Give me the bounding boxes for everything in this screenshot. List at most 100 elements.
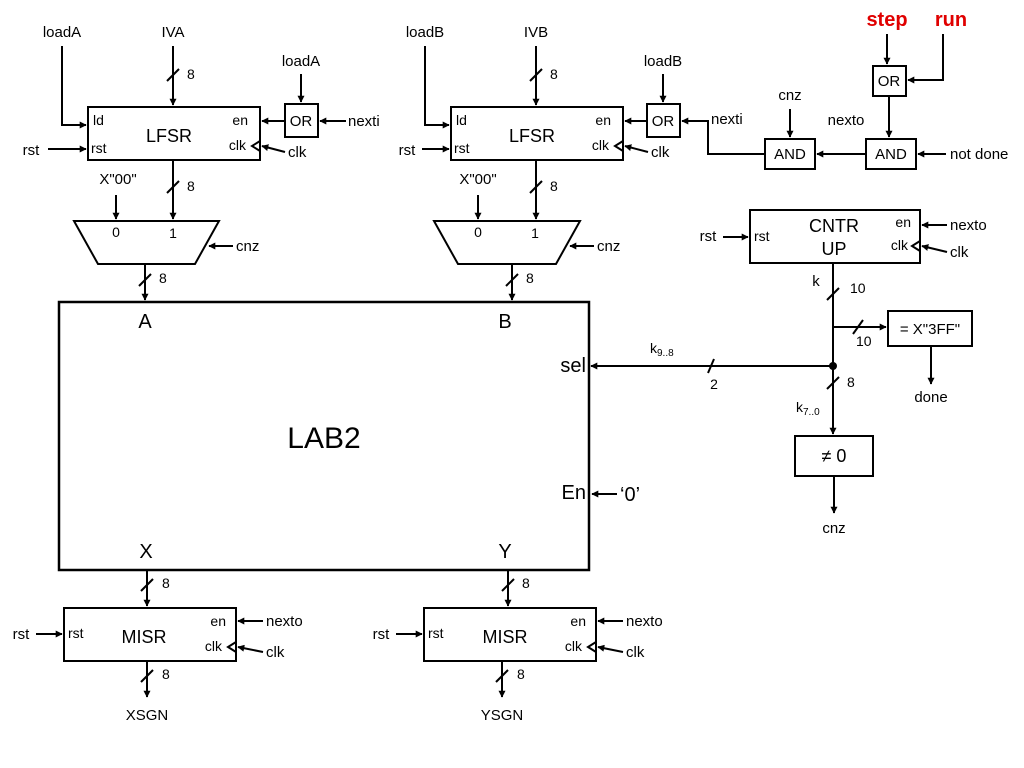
misr-x-out-width: 8 [162, 666, 170, 682]
misr-y-en-port: en [570, 613, 586, 629]
misr-y: 8 MISR rst en clk rst nexto clk 8 YSGN [373, 570, 663, 724]
low-bus-label: k7..0 [796, 399, 820, 418]
lab2-box [57, 300, 591, 572]
counter-en-label: nexto [950, 217, 987, 234]
lfsr-b-or-gate [646, 103, 681, 138]
lfsr-a-box [87, 106, 261, 161]
lfsr-a-iv-slash [166, 68, 180, 82]
misr-x-clk-triangle [226, 641, 237, 653]
done-label: done [914, 389, 947, 406]
misr-y-clk-port: clk [565, 638, 583, 654]
counter-clk-triangle [910, 240, 921, 252]
sel-bus-base: k [650, 340, 658, 356]
lfsr-a-out-width: 8 [187, 178, 195, 194]
control-and1-label: AND [774, 146, 806, 163]
step-label: step [866, 9, 907, 31]
low-bus-subscript: 7..0 [803, 407, 820, 418]
lfsr-b-clk-port: clk [592, 137, 610, 153]
mux-b-body [432, 220, 582, 265]
lab2-port-sel: sel [560, 355, 586, 377]
misr-y-rst-port: rst [428, 625, 444, 641]
low-bus-base: k [796, 399, 804, 415]
lfsr-a-clk-triangle [250, 140, 261, 152]
control-and1-gate [764, 138, 816, 170]
misr-y-clk-triangle [586, 641, 597, 653]
sel-bus-slash [707, 358, 715, 374]
control-and2-label: AND [875, 146, 907, 163]
lfsr-a-clk-label: clk [288, 144, 307, 161]
lfsr-b-or-label: OR [652, 113, 675, 130]
lfsr-b-clk-label: clk [651, 144, 670, 161]
sel-bus-subscript: 9..8 [657, 348, 674, 359]
lfsr-b-out-slash [529, 180, 543, 194]
lfsr-b-ld-port: ld [456, 112, 467, 128]
misr-x-en-port: en [210, 613, 226, 629]
lfsr-a-ld-port: ld [93, 112, 104, 128]
lab2-port-en: En [562, 482, 586, 504]
misr-x-in-width: 8 [162, 575, 170, 591]
lfsr-b-clk-triangle [613, 140, 624, 152]
mux-a-const-label: X"00" [99, 171, 136, 188]
lab2-port-a: A [138, 311, 152, 333]
misr-y-en-label: nexto [626, 613, 663, 630]
counter-rst-label: rst [700, 228, 717, 245]
misr-y-out-width: 8 [517, 666, 525, 682]
counter-k-label: k [812, 273, 820, 290]
misr-y-in-width: 8 [522, 575, 530, 591]
misr-y-clk-wire [597, 644, 624, 653]
lfsr-a-or-gate [284, 103, 319, 138]
misr-y-in-slash [501, 578, 515, 592]
lfsr-a-rst-port: rst [91, 140, 107, 156]
lfsr-b-nexti-wire [681, 117, 765, 155]
lfsr-a-load-label: loadA [43, 24, 81, 41]
misr-y-rst-label: rst [373, 626, 390, 643]
mux-b-const-label: X"00" [459, 171, 496, 188]
counter-title-line2: UP [821, 239, 846, 259]
lfsr-b-or-next-label: nexti [711, 111, 743, 128]
lfsr-a-or-load-label: loadA [282, 53, 320, 70]
misr-x-rst-port: rst [68, 625, 84, 641]
lfsr-b: LFSR ld rst en clk loadB IVB 8 rst OR lo… [399, 24, 765, 220]
misr-x-box [63, 607, 237, 662]
compare-3ff-box [887, 310, 973, 347]
cnz-out-label: cnz [822, 520, 845, 537]
nexto-label: nexto [828, 112, 865, 129]
lfsr-b-rst-label: rst [399, 142, 416, 159]
compare-3ff-label: = X"3FF" [900, 321, 960, 338]
lfsr-b-en-port: en [595, 112, 611, 128]
misr-x-en-label: nexto [266, 613, 303, 630]
lfsr-a-load-wire [61, 46, 87, 129]
low-bus-slash [826, 376, 840, 390]
lfsr-b-iv-label: IVB [524, 24, 548, 41]
mux-a-out-slash [138, 273, 152, 287]
lfsr-a: LFSR ld rst en clk loadA IVA 8 rst OR lo… [23, 24, 380, 220]
nonzero-label: ≠ 0 [822, 446, 847, 466]
misr-x-clk-wire [237, 644, 264, 653]
lfsr-b-title: LFSR [509, 126, 555, 146]
misr-x-in-slash [140, 578, 154, 592]
mux-b: X"00" 0 1 cnz 8 [432, 171, 620, 301]
counter-cmp-slash [852, 319, 864, 335]
lab2-block: LAB2 A B sel En X Y ‘0’ [57, 300, 640, 572]
counter-clk-wire [921, 244, 948, 253]
mux-b-out-width: 8 [526, 270, 534, 286]
lfsr-a-en-port: en [232, 112, 248, 128]
misr-x-rst-label: rst [13, 626, 30, 643]
control-cnz-label: cnz [778, 87, 801, 104]
lfsr-b-out-width: 8 [550, 178, 558, 194]
mux-b-in1: 1 [531, 225, 539, 241]
counter-clk-label: clk [950, 244, 969, 261]
counter-box [749, 209, 921, 264]
counter-title-line1: CNTR [809, 216, 859, 236]
mux-a-in0: 0 [112, 224, 120, 240]
counter-k-width: 10 [850, 280, 866, 296]
mux-b-in0: 0 [474, 224, 482, 240]
lfsr-b-iv-width: 8 [550, 66, 558, 82]
misr-y-box [423, 607, 597, 662]
counter-clk-port: clk [891, 237, 909, 253]
mux-a-body [72, 220, 221, 265]
misr-y-title: MISR [483, 627, 528, 647]
lfsr-a-clk-wire [261, 144, 286, 153]
lfsr-b-clk-wire [624, 144, 649, 153]
